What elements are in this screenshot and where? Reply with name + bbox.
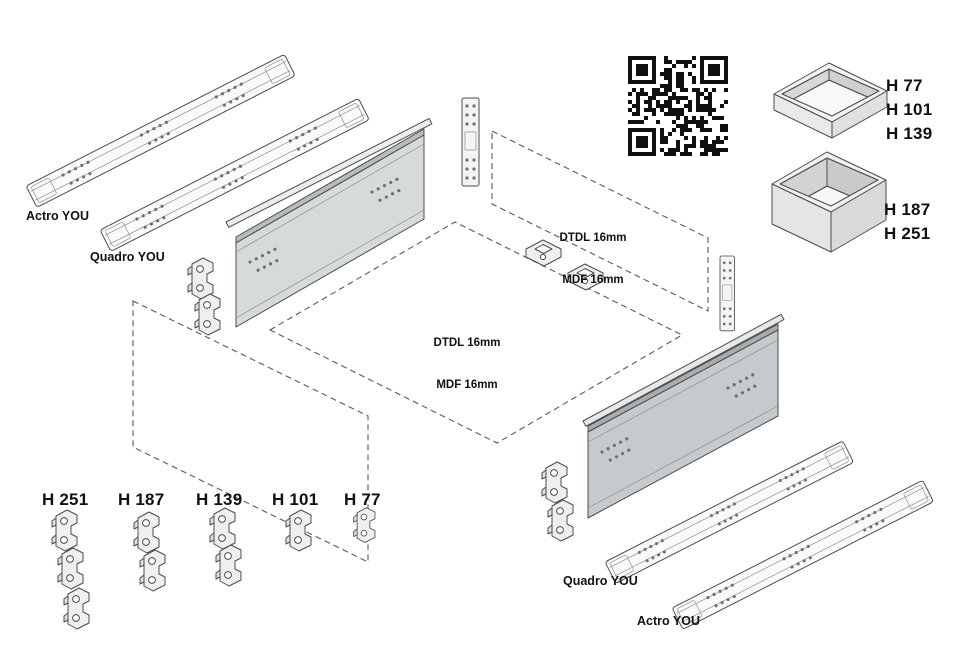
connector-stack-h139 [209, 507, 242, 587]
rail-label-actro-top: Actro YOU [26, 209, 89, 223]
gallery-rail-left [225, 117, 433, 228]
back-board-dashed-outline [491, 130, 709, 312]
drawer-box-deep [771, 151, 887, 253]
connector-stack-h251 [51, 509, 90, 630]
gallery-rail-right [582, 313, 785, 427]
connector-stack-h101 [285, 509, 312, 552]
connector-stack-h187 [133, 511, 166, 592]
rear-bracket-stack-left [187, 257, 221, 336]
drawer-side-panel-left [235, 128, 425, 328]
rail-label-quadro-top: Quadro YOU [90, 250, 165, 264]
front-board-dashed-outline [132, 300, 369, 563]
height-label-h251-box: H 251 [884, 224, 931, 243]
back-board-note-line1: DTDL 16mm [559, 232, 627, 244]
rail-label-actro-bottom: Actro YOU [637, 614, 700, 628]
rail-label-quadro-bottom: Quadro YOU [563, 574, 638, 588]
runner-actro-top [26, 54, 295, 207]
height-label-h77-box: H 77 [886, 76, 923, 95]
rear-bracket-stack-right [541, 461, 574, 542]
height-label-h139-box: H 139 [886, 124, 933, 143]
connector-label-h251: H 251 [42, 490, 89, 509]
drawer-side-panel-right [587, 323, 779, 519]
connector-label-h139: H 139 [196, 490, 243, 509]
runner-actro-bottom [672, 480, 934, 629]
bottom-board-dashed-outline [268, 221, 684, 444]
bottom-board-note-line2: MDF 16mm [436, 379, 498, 391]
bottom-board-note: DTDL 16mm MDF 16mm [430, 308, 504, 406]
back-board-note: DTDL 16mm MDF 16mm [556, 203, 630, 301]
connector-label-h187: H 187 [118, 490, 165, 509]
connector-stack-h77 [353, 507, 376, 543]
back-board-note-line2: MDF 16mm [562, 274, 624, 286]
connector-label-h77: H 77 [344, 490, 381, 509]
bottom-board-note-line1: DTDL 16mm [433, 337, 501, 349]
height-label-h187-box: H 187 [884, 200, 931, 219]
drawer-box-shallow [773, 62, 888, 139]
rear-fixing-strip-left [461, 97, 480, 187]
height-label-h101-box: H 101 [886, 100, 933, 119]
qr-code [628, 56, 728, 156]
connector-label-h101: H 101 [272, 490, 319, 509]
rear-fixing-strip-right [719, 255, 735, 332]
